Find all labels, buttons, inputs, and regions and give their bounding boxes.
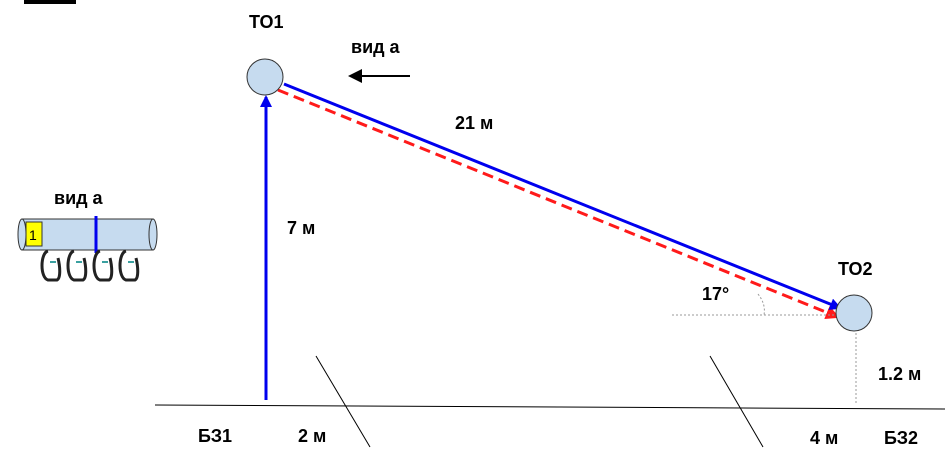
traverse-length-label: 21 м (455, 113, 493, 133)
marker-badge (25, 221, 43, 247)
belay-right-slash (709, 355, 764, 448)
top-anchor-node (246, 58, 284, 96)
corner-bar (24, 0, 76, 4)
belay-right-label: БЗ2 (884, 428, 918, 448)
dashed-line (277, 88, 840, 319)
inset-view: вид а 1 (17, 188, 158, 282)
carabiner-icon (40, 249, 140, 282)
angle-label: 17° (702, 284, 729, 304)
belay-left-slash (315, 355, 371, 448)
arrow-left-icon (348, 69, 410, 83)
traverse-rope (283, 82, 842, 310)
ground-line (154, 404, 946, 410)
tube-icon (17, 216, 158, 253)
belay-left-label: БЗ1 (198, 426, 232, 446)
bottom-anchor-node (835, 294, 873, 332)
bottom-anchor-label: ТО2 (838, 259, 873, 279)
belay-left-distance: 2 м (298, 426, 326, 446)
anchor-height-label: 1.2 м (878, 364, 921, 384)
angle-arc (757, 293, 765, 316)
belay-right-distance: 4 м (810, 428, 838, 448)
marker-number: 1 (29, 227, 37, 243)
inset-title: вид а (54, 188, 104, 208)
view-arrow-label: вид а (351, 37, 401, 57)
top-anchor-label: ТО1 (249, 12, 284, 32)
vertical-height-label: 7 м (287, 218, 315, 238)
